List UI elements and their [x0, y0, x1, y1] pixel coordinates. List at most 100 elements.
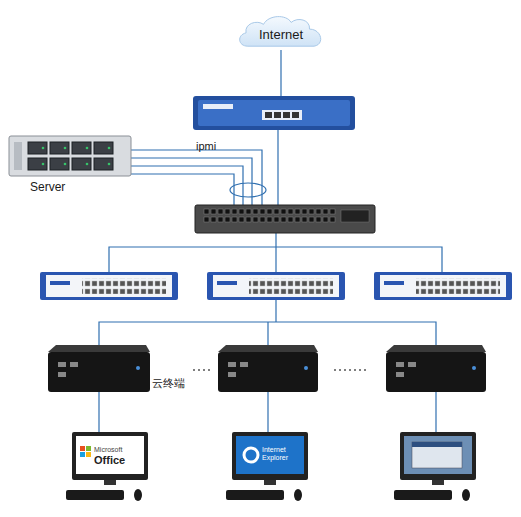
keyboard: [394, 490, 452, 500]
drive-bay: [50, 158, 69, 170]
client-port: [396, 372, 404, 377]
device-label: Server: [30, 180, 132, 194]
router-port: [274, 112, 281, 118]
thin-client: [218, 345, 318, 392]
switch-ports: [82, 278, 166, 294]
switch-body: [207, 272, 345, 300]
wire: [99, 322, 436, 347]
office-logo: [86, 446, 91, 451]
client-top: [218, 345, 318, 352]
dot: [208, 369, 210, 371]
keyboard: [66, 490, 124, 500]
monitor-screen: [76, 436, 144, 474]
node-label: Internet: [259, 27, 303, 42]
client-port: [396, 362, 404, 367]
window-titlebar: [412, 442, 462, 447]
dot: [193, 369, 195, 371]
dot: [344, 369, 346, 371]
router: [193, 96, 355, 130]
ellipsis-dots: [193, 369, 366, 371]
monitor-screen: [236, 436, 304, 474]
wire: [275, 247, 276, 272]
router-port: [283, 112, 290, 118]
client-front: [218, 352, 318, 392]
access-switch: [40, 272, 178, 300]
dot: [339, 369, 341, 371]
wire: [275, 300, 276, 322]
switch-body: [374, 272, 512, 300]
monitor-stand: [264, 480, 276, 485]
drive-led: [42, 147, 45, 150]
drive-bay: [28, 142, 47, 154]
office-logo: [80, 452, 85, 457]
wire: [280, 50, 281, 96]
wire: [98, 392, 99, 432]
switch-ports: [249, 278, 333, 294]
switch-body: [40, 272, 178, 300]
monitor: [226, 432, 308, 501]
core-switch: [195, 205, 375, 233]
wire: [131, 158, 252, 205]
switch-ports: [203, 208, 336, 224]
drive-bay: [28, 158, 47, 170]
dot: [334, 369, 336, 371]
desktop-window: [412, 442, 462, 468]
client-led: [136, 366, 140, 370]
drive-led: [64, 147, 67, 150]
drive-bay: [94, 142, 113, 154]
dot: [203, 369, 205, 371]
screen-text: Office: [94, 454, 125, 466]
monitor: [66, 432, 148, 501]
drive-led: [42, 163, 45, 166]
switch-face: [46, 275, 172, 297]
drive-bay: [72, 142, 91, 154]
client-port: [58, 362, 66, 367]
thin-client: [386, 345, 486, 392]
cloud-shape: [240, 17, 321, 47]
monitor-frame: [400, 432, 476, 480]
server-picture: [8, 134, 132, 178]
drive-led: [86, 147, 89, 150]
client-port: [58, 372, 66, 377]
wire: [275, 233, 276, 247]
keyboard: [226, 490, 284, 500]
router-port: [265, 112, 272, 118]
client-port: [240, 362, 248, 367]
client-port: [228, 372, 236, 377]
drive-led: [64, 163, 67, 166]
monitor-stand: [104, 480, 116, 485]
mouse: [294, 489, 302, 501]
bundle-ring: [230, 183, 266, 197]
dot: [359, 369, 361, 371]
wire: [267, 392, 268, 432]
server-node: Server: [8, 134, 132, 194]
browser-logo: [244, 448, 258, 462]
server-handle: [14, 142, 22, 170]
client-top: [386, 345, 486, 352]
client-front: [386, 352, 486, 392]
router-port: [292, 112, 299, 118]
screen-text: Microsoft: [94, 446, 122, 454]
router-logo: [203, 104, 233, 109]
screen-text: Internet Explorer: [262, 446, 302, 461]
wire: [131, 166, 243, 205]
monitor-stand: [432, 480, 444, 485]
office-logo: [80, 446, 85, 451]
switch-logo: [217, 281, 237, 285]
client-led: [304, 366, 308, 370]
router-port-panel: [262, 110, 302, 120]
drive-bay: [72, 158, 91, 170]
drive-bay: [94, 158, 113, 170]
monitor: [394, 432, 476, 501]
client-port: [70, 362, 78, 367]
port-label: ipmi: [196, 140, 216, 152]
dot: [354, 369, 356, 371]
drive-led: [108, 147, 111, 150]
switch-logo: [384, 281, 404, 285]
router-face: [198, 100, 350, 126]
monitor-frame: [232, 432, 308, 480]
drive-led: [108, 163, 111, 166]
